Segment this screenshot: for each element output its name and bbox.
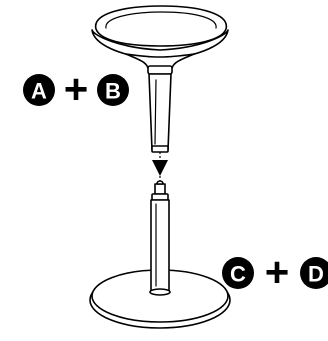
badge-c-letter: C: [230, 262, 246, 287]
plus-sign-bottom: +: [265, 249, 290, 296]
base-hub: [149, 288, 171, 296]
badge-d-letter: D: [308, 262, 324, 287]
seat-mount-cone: [125, 53, 195, 69]
seat-cushion: [94, 5, 228, 47]
plus-sign-top: +: [64, 66, 89, 113]
column-collar: [147, 65, 173, 75]
label-group-bottom: C + D: [222, 249, 328, 296]
gas-spring-cylinder: [150, 199, 170, 293]
badge-b: B: [97, 74, 129, 106]
badge-c: C: [222, 257, 254, 289]
base-assembly: [89, 180, 231, 329]
seat-assembly: [91, 5, 229, 153]
upper-column: [148, 73, 172, 151]
seat-base-rim: [91, 29, 229, 61]
svg-text:+: +: [265, 249, 290, 296]
upper-column-highlight: [154, 79, 157, 145]
svg-text:+: +: [64, 66, 89, 113]
badge-d: D: [300, 257, 328, 289]
spring-tip-cap: [156, 180, 164, 185]
badge-a-letter: A: [31, 79, 47, 104]
down-arrow-icon: [152, 152, 168, 182]
badge-b-letter: B: [105, 79, 121, 104]
column-socket: [151, 145, 169, 153]
seat-contour: [105, 11, 217, 29]
label-group-top: A + B: [23, 66, 129, 113]
spring-tip: [154, 183, 166, 195]
gas-spring-rod: [151, 193, 169, 201]
badge-a: A: [23, 74, 55, 106]
